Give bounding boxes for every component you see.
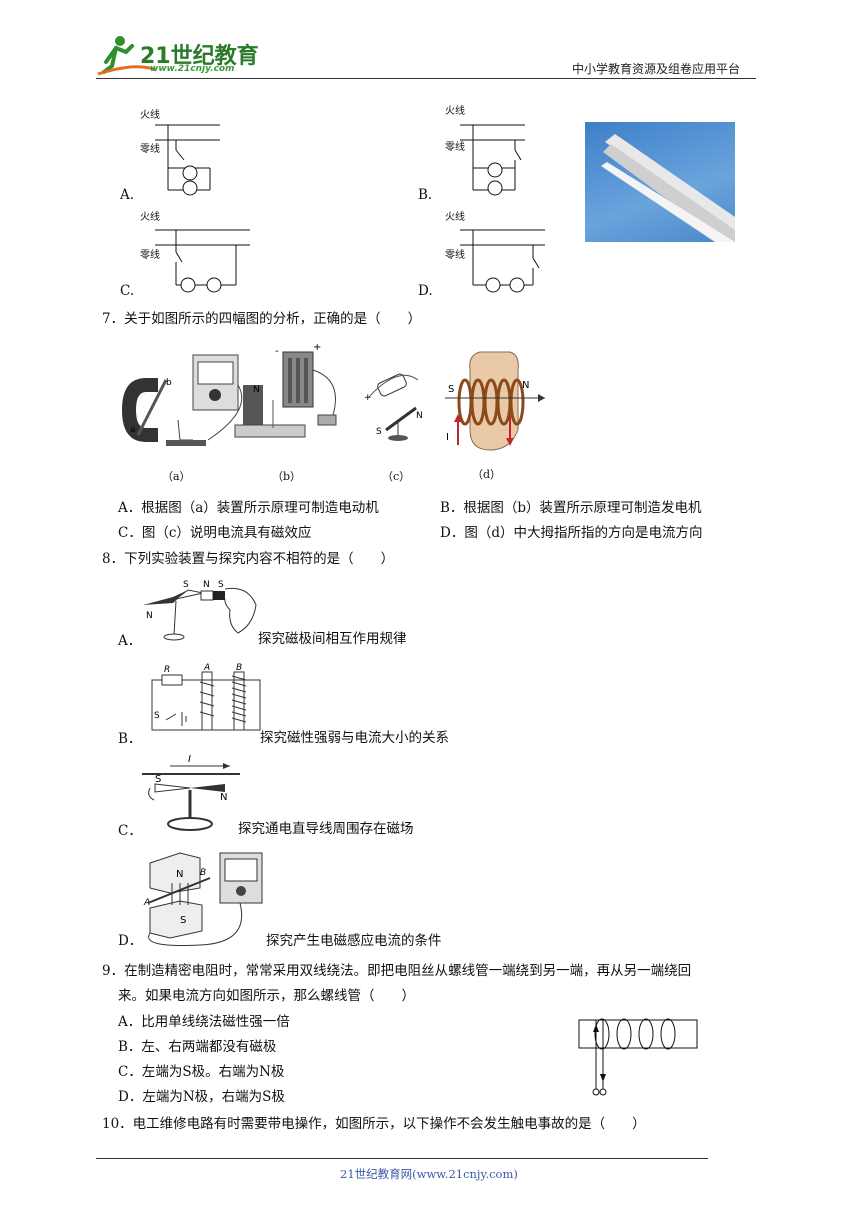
q7-option-d: D．图（d）中大拇指所指的方向是电流方向	[440, 525, 703, 541]
svg-text:N: N	[176, 869, 183, 880]
svg-text:S: S	[218, 580, 224, 590]
circuit-d: 火线 零线	[445, 210, 545, 293]
q8-option-d-desc: 探究产生电磁感应电流的条件	[266, 933, 442, 949]
figure-a: b a	[122, 354, 243, 446]
footer-text: 21世纪教育网(www.21cnjy.com)	[340, 1167, 518, 1181]
svg-text:N: N	[203, 580, 210, 590]
q8-option-d-letter: D．	[118, 933, 143, 949]
svg-text:B: B	[200, 868, 206, 878]
q8-option-c-letter: C．	[118, 823, 142, 839]
svg-text:+: +	[364, 393, 372, 403]
q8-b-figure: R S A B	[151, 663, 261, 731]
live-label-a: 火线	[140, 108, 160, 121]
logo-text: 21世纪教育	[140, 44, 259, 69]
q7-caption-b: （b）	[272, 470, 302, 483]
svg-text:火线: 火线	[445, 104, 465, 117]
svg-text:S: S	[154, 711, 160, 721]
svg-text:火线: 火线	[445, 210, 465, 223]
circuit-a: 火线 零线	[140, 108, 220, 196]
q8-option-b-letter: B．	[118, 731, 142, 747]
svg-text:零线: 零线	[445, 248, 465, 261]
q6-option-d: D.	[418, 283, 433, 299]
header-logo	[96, 32, 261, 78]
svg-text:N: N	[220, 792, 227, 803]
q9-stem-line1: 9．在制造精密电阻时，常常采用双线绕法。即把电阻丝从螺线管一端绕到另一端，再从另…	[102, 963, 692, 979]
fluorescent-lamp-photo	[585, 122, 735, 242]
svg-text:b: b	[166, 378, 172, 388]
figure-b: - + N S	[234, 342, 337, 438]
svg-text:A: A	[203, 663, 210, 673]
q8-d-figure: N S B A	[143, 852, 263, 946]
svg-text:a: a	[130, 425, 136, 435]
footer-rule	[96, 1158, 708, 1159]
svg-text:N: N	[253, 385, 260, 395]
q7-figures: b a - + N S + S N	[122, 342, 545, 451]
q8-a-figure: S N N S	[143, 580, 257, 641]
q7-stem: 7．关于如图所示的四幅图的分析，正确的是（ ）	[102, 311, 422, 327]
svg-text:S: S	[448, 384, 454, 395]
svg-text:N: N	[416, 411, 423, 421]
q9-option-b: B．左、右两端都没有磁极	[118, 1039, 277, 1055]
svg-text:S: S	[155, 774, 161, 785]
q9-option-c: C．左端为S极。右端为N极	[118, 1064, 285, 1080]
svg-text:B: B	[236, 663, 242, 673]
svg-text:I: I	[188, 754, 191, 765]
logo-url: www.21cnjy.com	[150, 64, 235, 74]
circuit-b: 火线 零线	[445, 104, 525, 196]
q7-option-b: B．根据图（b）装置所示原理可制造发电机	[440, 500, 702, 516]
q8-option-c-desc: 探究通电直导线周围存在磁场	[238, 821, 414, 837]
q8-c-figure: I S N	[142, 754, 240, 831]
q8-option-a-desc: 探究磁极间相互作用规律	[258, 631, 407, 647]
svg-text:S: S	[183, 580, 189, 590]
q10-stem: 10．电工维修电路有时需要带电操作，如图所示，以下操作不会发生触电事故的是（ ）	[102, 1116, 646, 1132]
q7-option-a: A．根据图（a）装置所示原理可制造电动机	[118, 500, 379, 516]
svg-text:零线: 零线	[445, 140, 465, 153]
q6-option-c: C.	[120, 283, 135, 299]
q6-option-b: B.	[418, 187, 433, 203]
svg-text:A: A	[143, 898, 150, 908]
svg-text:零线: 零线	[140, 248, 160, 261]
q6-circuit-diagrams: 火线 零线 火线 零线	[140, 104, 545, 293]
circuit-c: 火线 零线	[140, 210, 250, 293]
svg-text:火线: 火线	[140, 210, 160, 223]
figure-d: S N I	[445, 351, 545, 451]
svg-text:N: N	[522, 380, 529, 391]
header-rule	[96, 78, 756, 79]
q9-option-a: A．比用单线绕法磁性强一倍	[118, 1014, 290, 1030]
svg-text:I: I	[446, 432, 449, 443]
q9-option-d: D．左端为N极，右端为S极	[118, 1089, 285, 1105]
svg-text:+: +	[313, 342, 321, 353]
svg-text:-: -	[275, 346, 279, 357]
q7-caption-c: （c）	[382, 470, 411, 483]
svg-text:R: R	[164, 665, 170, 675]
q9-stem-line2: 来。如果电流方向如图所示，那么螺线管（ ）	[118, 988, 415, 1004]
runner-logo-icon	[97, 36, 157, 76]
q7-option-c: C．图（c）说明电流具有磁效应	[118, 525, 312, 541]
q8-option-b-desc: 探究磁性强弱与电流大小的关系	[260, 730, 449, 746]
q8-stem: 8．下列实验装置与探究内容不相符的是（ ）	[102, 551, 395, 567]
q7-caption-d: （d）	[472, 468, 502, 481]
q8-option-a-letter: A．	[118, 633, 142, 649]
svg-text:S: S	[376, 427, 382, 437]
header-right-text: 中小学教育资源及组卷应用平台	[572, 62, 741, 76]
svg-text:N: N	[146, 611, 153, 621]
q6-option-a: A.	[120, 187, 135, 203]
q7-caption-a: （a）	[162, 470, 191, 483]
q9-solenoid-figure	[578, 1018, 698, 1096]
svg-text:S: S	[180, 915, 186, 926]
figure-c: + S N	[364, 373, 423, 441]
neutral-label-a: 零线	[140, 142, 160, 155]
